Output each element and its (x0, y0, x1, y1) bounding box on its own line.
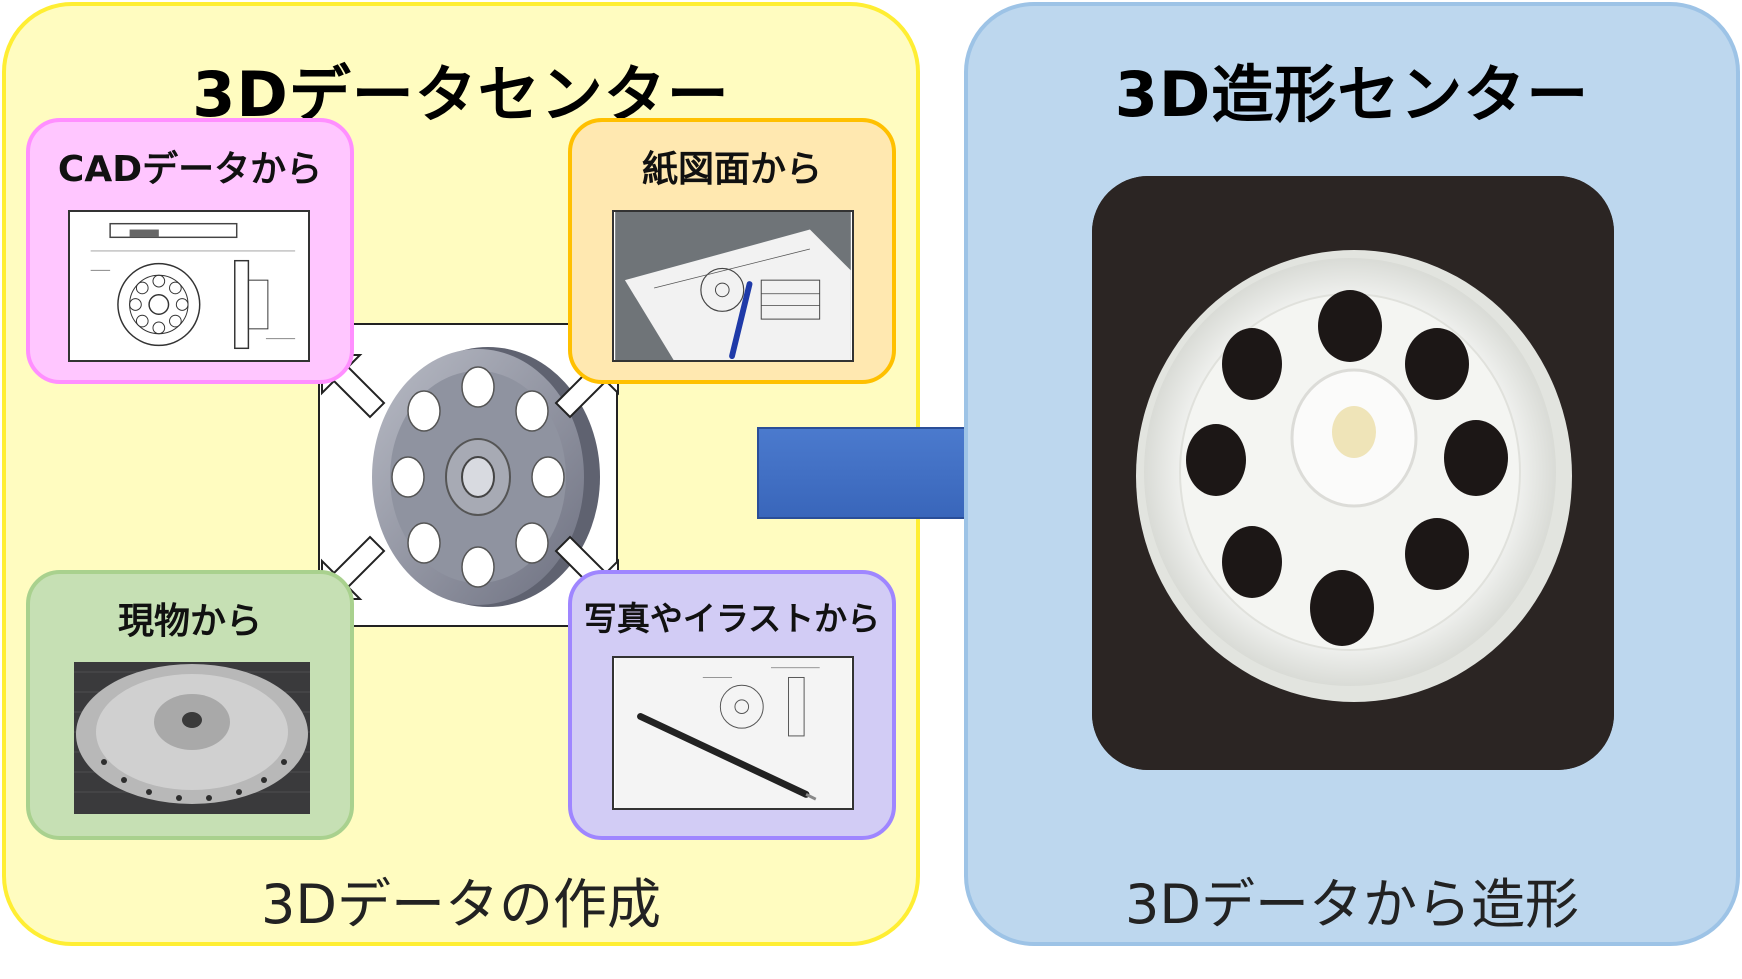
source-label-paper: 紙図面から (641, 149, 822, 190)
source-label-object: 現物から (117, 601, 262, 642)
sketch-photo-image (612, 656, 854, 810)
3d-printed-part-photo (1092, 176, 1614, 770)
fabrication-center-caption: 3Dデータから造形 (1125, 873, 1579, 936)
paper-drawing-image (612, 210, 854, 362)
source-label-cad: CADデータから (57, 149, 323, 190)
physical-part-photo (74, 662, 310, 814)
3d-model-render (318, 323, 619, 627)
source-card-photo: 写真やイラストから (568, 570, 896, 840)
source-card-cad: CADデータから (26, 118, 354, 384)
source-card-object: 現物から (26, 570, 354, 840)
source-card-paper: 紙図面から (568, 118, 896, 384)
source-label-photo: 写真やイラストから (583, 599, 881, 638)
fabrication-center-title: 3D造形センター (1114, 58, 1590, 131)
data-center-caption: 3Dデータの作成 (261, 873, 661, 936)
cad-drawing-image (68, 210, 310, 362)
